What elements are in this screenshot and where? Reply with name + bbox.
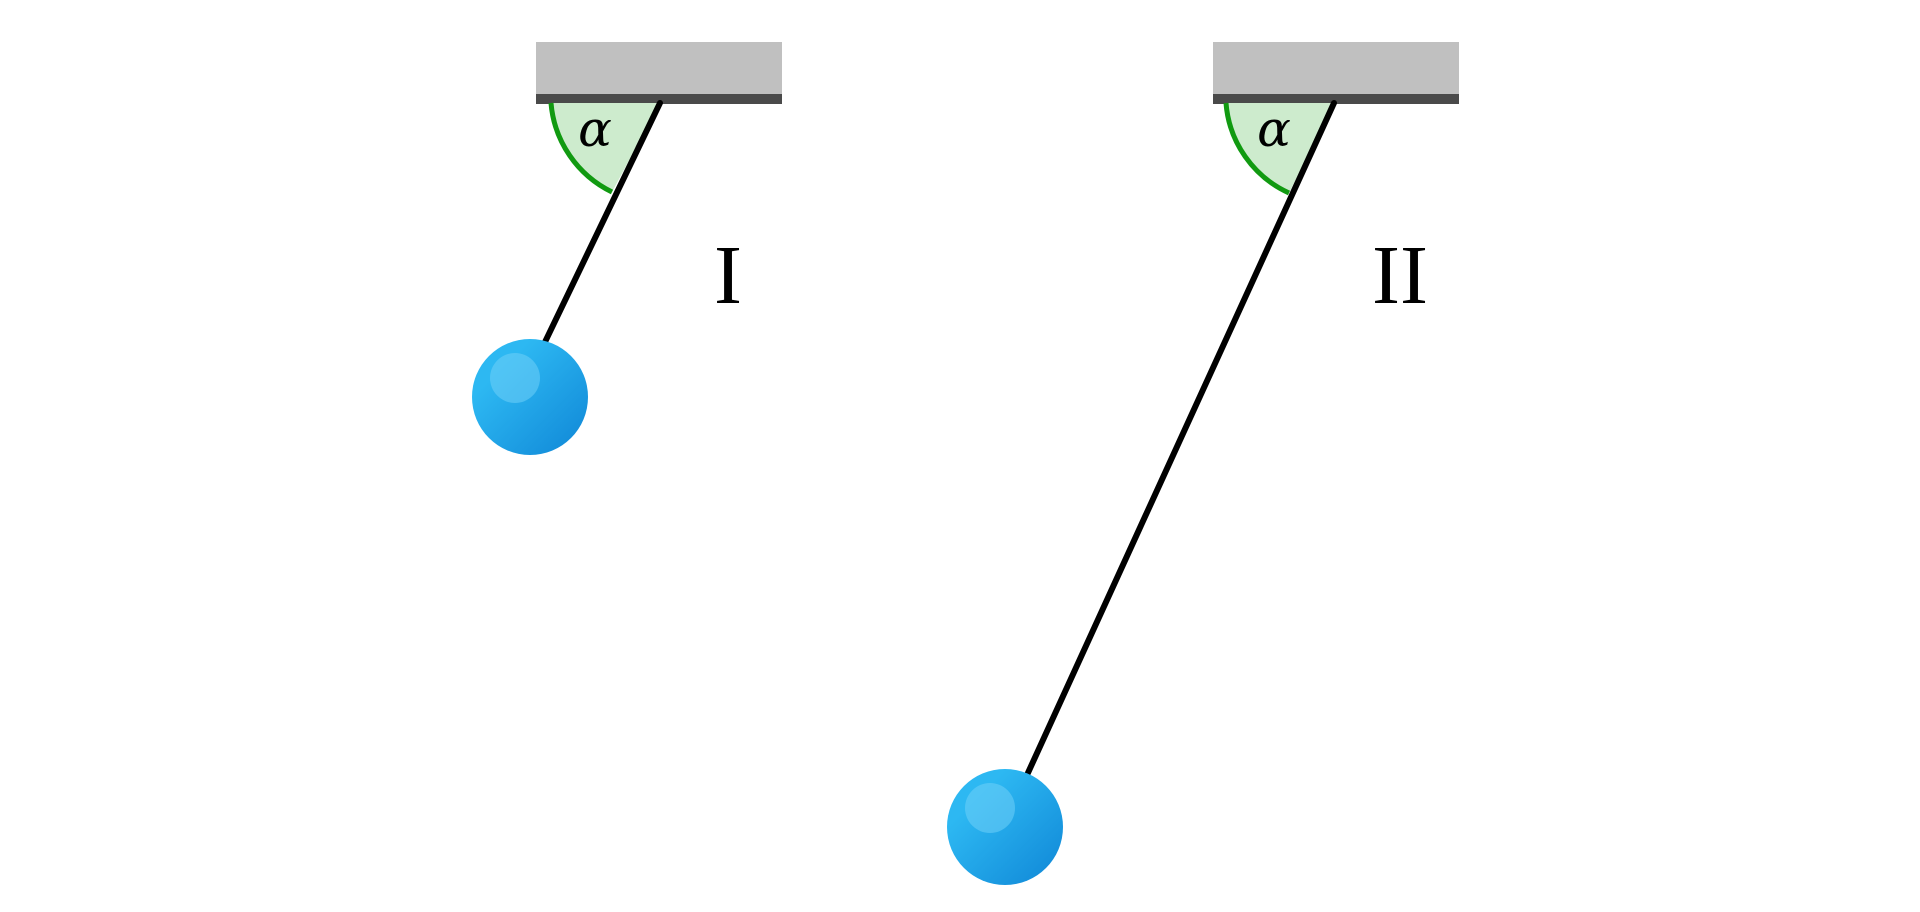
angle-label-1: α: [578, 100, 612, 158]
bob-highlight-2: [965, 783, 1015, 833]
angle-arc-2: [1223, 102, 1291, 196]
bob-1: [472, 339, 588, 455]
string-2: [1024, 100, 1337, 778]
angle-arc-1: [548, 102, 614, 195]
angle-sector-1: [551, 103, 660, 192]
support-ceiling-line-1: [536, 94, 782, 104]
bob-2: [947, 769, 1063, 885]
string-1: [542, 100, 663, 345]
support-block-2: [1213, 42, 1459, 95]
pendulum-label-1: I: [714, 229, 742, 322]
pendulum-1: α I: [472, 42, 782, 455]
pendulum-label-2: II: [1372, 229, 1428, 322]
support-block-1: [536, 42, 782, 95]
pendulum-2: α II: [947, 42, 1459, 885]
bob-highlight-1: [490, 353, 540, 403]
angle-label-2: α: [1257, 100, 1291, 158]
support-ceiling-line-2: [1213, 94, 1459, 104]
angle-sector-2: [1226, 103, 1334, 193]
